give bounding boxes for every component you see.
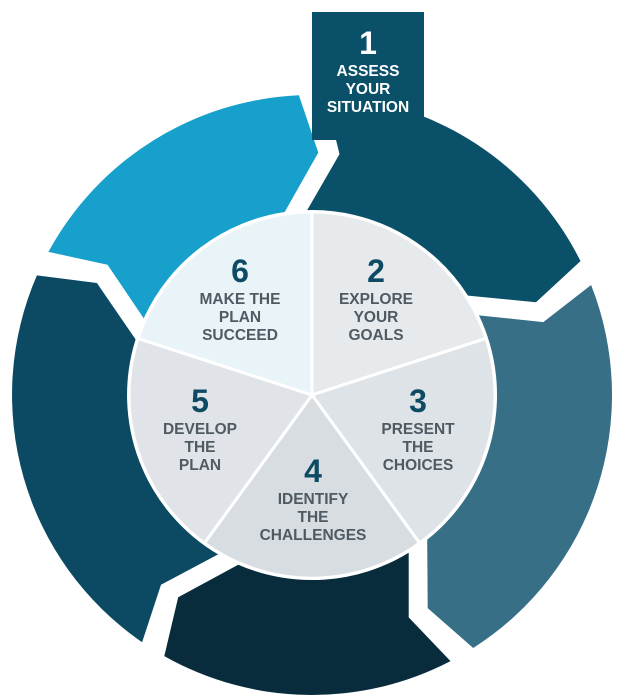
step-text-line: IDENTIFY [278,491,349,508]
step-text-line: DEVELOP [163,421,237,438]
step-number: 5 [191,383,209,419]
step-text-line: YOUR [354,309,399,326]
ring-segment-1 [307,95,581,303]
inner-segment-1 [310,210,488,398]
step-text-line: CHOICES [383,457,454,474]
step-text-line: PLAN [179,457,221,474]
step-number: 6 [231,253,249,289]
ring-segment-3 [164,552,451,695]
step-text-line: THE [185,439,216,456]
inner-segment-4 [127,336,315,546]
step-text-line: CHALLENGES [260,527,367,544]
step-text-line: ASSESS [337,63,400,80]
step-text-line: THE [403,439,434,456]
step-text-line: SITUATION [327,99,409,116]
inner-segment-2 [309,336,497,546]
step-text-line: SUCCEED [202,327,278,344]
step-text-line: MAKE THE [200,291,281,308]
inner-segment-5 [136,210,314,398]
ring-segment-5 [48,95,319,319]
step-1-banner [312,12,424,140]
step-number: 2 [367,253,385,289]
step-text-line: PRESENT [381,421,455,438]
step-number: 1 [359,25,377,61]
ring-segment-2 [427,285,612,648]
ring-segment-4 [12,275,219,643]
step-text-line: EXPLORE [339,291,413,308]
step-text-line: YOUR [346,81,391,98]
step-text-line: THE [298,509,329,526]
step-number: 3 [409,383,427,419]
step-text-line: GOALS [348,327,403,344]
inner-segment-3 [202,392,422,580]
step-text-line: PLAN [219,309,261,326]
step-number: 4 [304,453,322,489]
